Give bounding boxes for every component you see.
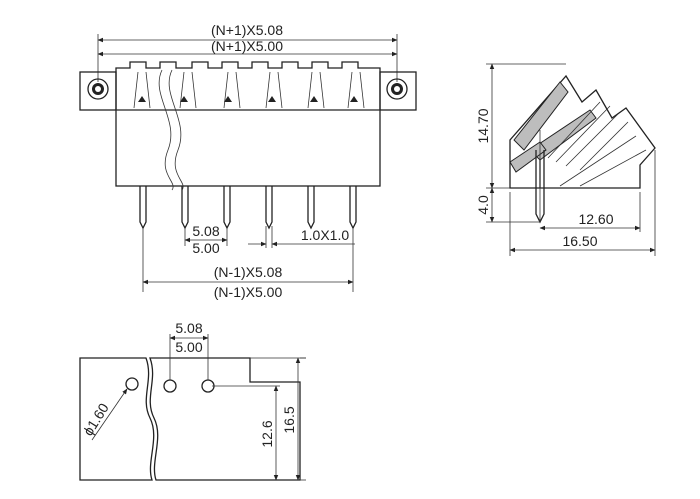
bottom-outline-right [149,357,301,481]
pitch-top-label: 5.08 [192,223,219,239]
bottom-hole-2 [163,379,177,393]
break-line [158,69,174,191]
pitch-bottom-label: 5.00 [192,240,219,256]
height-lower-label: 4.0 [475,195,491,215]
screw-slots [133,71,365,109]
height-outer-label: 16.5 [281,406,297,433]
right-mounting-hole [386,78,408,100]
bottom-outline-left [79,357,155,481]
pin-span-top-label: (N-1)X5.08 [214,264,283,280]
front-view: (N+1)X5.08 (N+1)X5.00 [79,22,417,300]
bottom-hole-1 [125,377,139,391]
depth-inner-label: 12.60 [578,211,613,227]
hole-diameter-label: ϕ1.60 [80,400,112,438]
overall-dim-top-label: (N+1)X5.08 [211,22,283,38]
bottom-pitch-bottom-label: 5.00 [175,339,202,355]
height-inner-label: 12.6 [259,420,275,447]
connector-body [115,109,381,187]
pins [139,186,357,230]
bottom-pitch-top-label: 5.08 [175,320,202,336]
pin-section-label: 1.0X1.0 [301,227,349,243]
overall-dim-bottom-label: (N+1)X5.00 [211,38,283,54]
depth-outer-label: 16.50 [562,233,597,249]
terminal-top-profile [115,61,381,110]
pin-span-bottom-label: (N-1)X5.00 [214,284,283,300]
height-upper-label: 14.70 [475,108,491,143]
side-view: 14.70 4.0 12.60 16.50 [475,63,656,256]
left-mounting-hole [87,78,109,100]
bottom-view: 5.08 5.00 ϕ1.60 12.6 16.5 [79,320,306,481]
